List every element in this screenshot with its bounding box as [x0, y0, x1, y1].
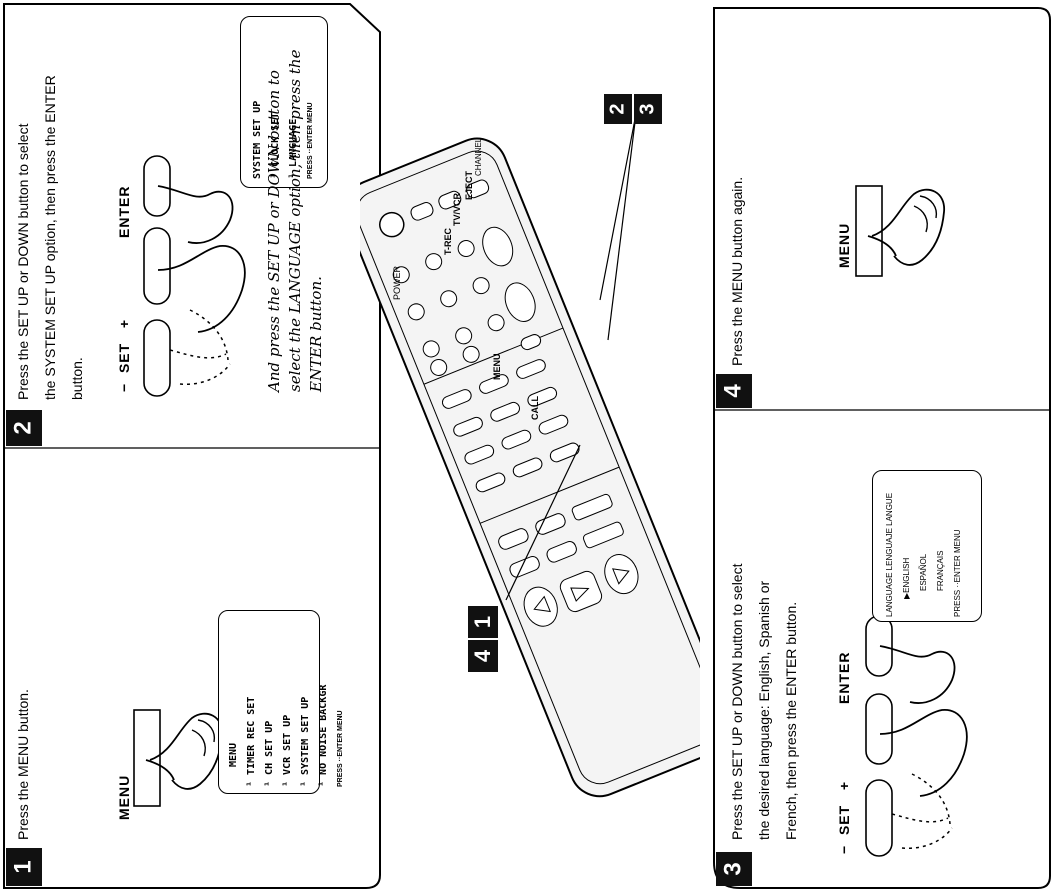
step-3-language-screen-text: LANGUAGE LENGUAJE LANGUE ▶ENGLISH ESPAÑO…: [881, 493, 966, 617]
callout-badge-4: 4: [468, 640, 498, 672]
step-3-language-screen: LANGUAGE LENGUAJE LANGUE ▶ENGLISH ESPAÑO…: [872, 470, 982, 622]
callout-badge-1: 1: [468, 606, 498, 638]
callout-badge-2: 2: [604, 94, 632, 124]
step-3-instruction: Press the SET UP or DOWN button to selec…: [724, 564, 805, 840]
step-3-enter-label: ENTER: [836, 652, 852, 704]
step-4-hand-press-icon: [842, 140, 962, 290]
step-3-badge: 3: [716, 852, 752, 886]
step-4-badge: 4: [716, 374, 752, 408]
step-4-instruction: Press the MENU button again.: [724, 177, 751, 366]
step-3-set-label: − SET +: [836, 781, 852, 854]
callout-badge-3: 3: [634, 94, 662, 124]
step-3-hands-icon: [852, 610, 982, 870]
